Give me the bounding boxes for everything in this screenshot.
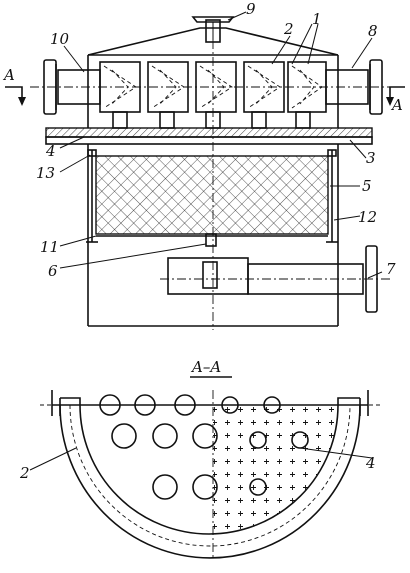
label-rod-12: 12 bbox=[358, 208, 377, 226]
label-outlet: 8 bbox=[368, 22, 378, 40]
tube-plate bbox=[45, 127, 373, 145]
label-elements-1: 1 bbox=[312, 10, 322, 28]
label-elements-2: 2 bbox=[283, 20, 294, 38]
large-holes bbox=[99, 394, 218, 500]
label-drain-7: 7 bbox=[386, 260, 396, 278]
label-vent-cap: 9 bbox=[246, 0, 256, 18]
vent-cap bbox=[191, 16, 235, 43]
drain-pipe bbox=[160, 245, 392, 313]
label-filter-5: 5 bbox=[362, 177, 372, 195]
small-holes bbox=[221, 396, 309, 496]
section-cut-markers bbox=[5, 86, 405, 106]
tie-rods bbox=[86, 149, 338, 243]
label-plate-4: 4 bbox=[45, 142, 56, 160]
filter-housing-elevation bbox=[5, 16, 405, 330]
label-rod-13: 13 bbox=[36, 164, 55, 182]
label-section-2: 2 bbox=[19, 464, 30, 482]
label-inlet: 10 bbox=[50, 30, 70, 48]
label-texts: 9 10 8 2 1 A A 4 3 13 5 12 11 6 7 A–A 2 … bbox=[2, 0, 403, 482]
section-view bbox=[40, 376, 380, 560]
lower-plate bbox=[96, 233, 328, 247]
label-plate-11: 11 bbox=[40, 238, 59, 256]
label-plate-3: 3 bbox=[366, 149, 376, 167]
label-support-6: 6 bbox=[48, 262, 58, 280]
label-section-4: 4 bbox=[365, 454, 376, 472]
leader-lines bbox=[29, 11, 383, 471]
label-section-a-left: A bbox=[2, 66, 15, 84]
label-section-a-right: A bbox=[390, 96, 403, 114]
section-title: A–A bbox=[190, 358, 221, 376]
element-stems bbox=[112, 111, 311, 129]
filter-cartridge bbox=[95, 155, 329, 235]
